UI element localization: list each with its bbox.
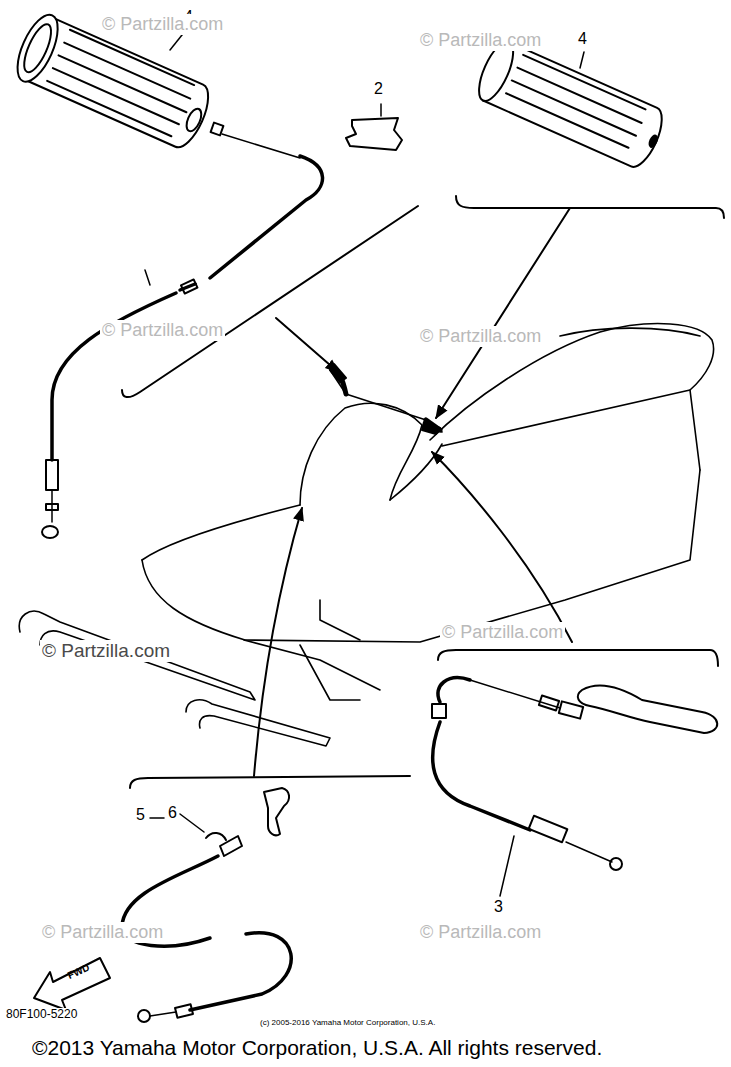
snowmobile-body bbox=[19, 611, 255, 700]
snowmobile-body bbox=[142, 505, 300, 560]
brake-cable bbox=[610, 858, 622, 870]
throttle-cable bbox=[145, 270, 150, 285]
leader-line bbox=[150, 817, 164, 819]
callout-number: 2 bbox=[372, 80, 385, 98]
throttle-cable bbox=[42, 123, 323, 538]
grip-left bbox=[59, 55, 187, 112]
snowmobile-body bbox=[330, 370, 442, 432]
bracket bbox=[130, 776, 410, 788]
assembly-arrow bbox=[254, 508, 302, 776]
brake-cable bbox=[529, 816, 568, 842]
throttle-cable bbox=[42, 526, 58, 538]
snowmobile-body bbox=[320, 600, 360, 640]
grip-left bbox=[9, 9, 66, 87]
snowmobile-body bbox=[300, 645, 360, 700]
brake-cable bbox=[470, 680, 560, 708]
grip-right bbox=[648, 135, 658, 148]
brake-cable bbox=[432, 678, 717, 896]
watermark: © Partzilla.com bbox=[418, 326, 543, 347]
throttle-cable bbox=[222, 134, 300, 158]
snowmobile-body bbox=[390, 444, 442, 500]
copyright-note: (c) 2005-2016 Yamaha Motor Corporation, … bbox=[258, 1018, 437, 1027]
leader-line bbox=[500, 836, 514, 896]
watermark: © Partzilla.com bbox=[418, 30, 543, 51]
leader-line bbox=[380, 104, 382, 116]
grip-right bbox=[506, 93, 628, 148]
callout-number: 4 bbox=[576, 30, 589, 48]
brake-cable bbox=[566, 842, 612, 862]
snowmobile-body bbox=[426, 420, 440, 430]
snowmobile-body bbox=[142, 470, 700, 642]
throttle-cable bbox=[46, 504, 58, 510]
watermark: © Partzilla.com bbox=[440, 622, 565, 643]
throttle-lever-cable bbox=[175, 1004, 193, 1018]
assembly-arrow bbox=[276, 318, 338, 372]
grip-left bbox=[53, 68, 179, 124]
throttle-lever-cable bbox=[190, 933, 291, 1010]
forward-arrow bbox=[34, 958, 110, 1010]
copyright-caption: ©2013 Yamaha Motor Corporation, U.S.A. A… bbox=[30, 1036, 604, 1060]
grip-right bbox=[523, 55, 645, 110]
throttle-cable bbox=[46, 460, 58, 490]
leader-line bbox=[580, 52, 584, 68]
bracket bbox=[122, 206, 418, 397]
grip-left bbox=[184, 107, 205, 134]
brake-cable bbox=[539, 695, 559, 710]
grip-right bbox=[512, 80, 636, 135]
snowmobile-body bbox=[300, 403, 422, 505]
grip-left bbox=[70, 30, 194, 85]
throttle-lever-cable bbox=[220, 836, 242, 856]
throttle-cable bbox=[52, 293, 176, 460]
bracket bbox=[438, 650, 718, 666]
assembly-arrow bbox=[432, 452, 572, 642]
brake-cable bbox=[438, 678, 470, 702]
bracket bbox=[456, 196, 724, 218]
brake-cable bbox=[559, 701, 583, 718]
callout-number: 5 bbox=[134, 806, 147, 824]
diagram-code: 80F100-5220 bbox=[4, 1008, 79, 1022]
watermark: © Partzilla.com bbox=[100, 14, 225, 35]
snowmobile-body bbox=[690, 390, 700, 470]
throttle-cable bbox=[210, 156, 323, 278]
brake-cable bbox=[432, 704, 446, 718]
watermark: © Partzilla.com bbox=[100, 320, 225, 341]
snowmobile-body bbox=[19, 324, 713, 746]
throttle-cable bbox=[181, 279, 197, 293]
grip-left bbox=[64, 43, 190, 99]
grip-left bbox=[19, 21, 57, 76]
grip-right bbox=[472, 37, 669, 172]
snowmobile-body bbox=[560, 328, 700, 336]
watermark: © Partzilla.com bbox=[40, 640, 172, 662]
throttle-lever-cable bbox=[138, 1010, 150, 1022]
throttle-cable bbox=[51, 490, 53, 522]
throttle-lever-cable bbox=[150, 1012, 176, 1016]
throttle-lever-cable bbox=[206, 833, 226, 840]
grip-left bbox=[47, 81, 171, 136]
brake-cable bbox=[578, 685, 717, 733]
throttle-lever-cable bbox=[122, 788, 291, 1022]
watermark: © Partzilla.com bbox=[418, 922, 543, 943]
clip-part bbox=[346, 118, 402, 150]
snowmobile-body bbox=[336, 372, 346, 394]
throttle-lever-cable bbox=[264, 788, 289, 835]
leader-line bbox=[180, 814, 204, 832]
callout-number: 3 bbox=[492, 898, 505, 916]
callout-number: 6 bbox=[166, 804, 179, 822]
direction-label: FWD bbox=[64, 961, 93, 983]
assembly-arrow bbox=[436, 208, 570, 418]
brake-cable bbox=[433, 722, 530, 830]
parts-illustration bbox=[9, 9, 724, 1022]
watermark: © Partzilla.com bbox=[40, 922, 165, 943]
grip-right bbox=[517, 68, 641, 123]
